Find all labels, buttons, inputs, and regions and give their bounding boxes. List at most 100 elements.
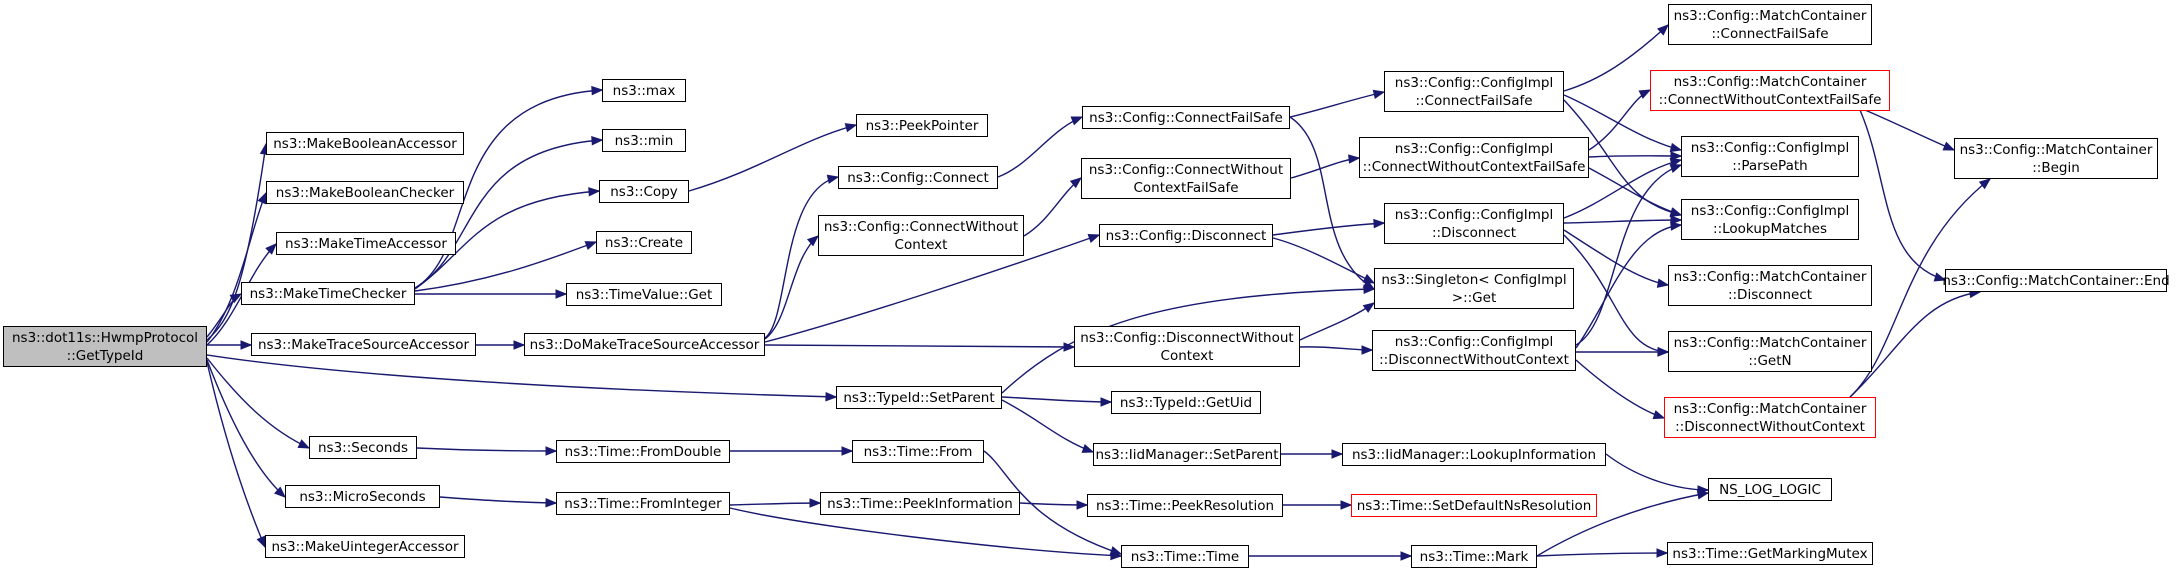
node-impl-connect-fail-safe[interactable]: ns3::Config::ConfigImpl ::ConnectFailSaf…: [1384, 71, 1564, 112]
call-edge-arrowhead: [584, 241, 598, 251]
node-time-set-default-ns-resolution[interactable]: ns3::Time::SetDefaultNsResolution: [1351, 494, 1597, 517]
node-time-value-get[interactable]: ns3::TimeValue::Get: [566, 283, 722, 306]
call-edge: [206, 357, 310, 449]
call-edge-arrowhead: [1670, 215, 1683, 225]
call-edge: [206, 354, 837, 398]
node-label-line-1: ns3::Config::ConfigImpl: [1690, 202, 1850, 219]
node-make-boolean-checker[interactable]: ns3::MakeBooleanChecker: [266, 181, 464, 204]
call-edge-arrowhead: [1657, 24, 1669, 36]
node-time-get-marking-mutex[interactable]: ns3::Time::GetMarkingMutex: [1667, 542, 1873, 565]
node-config-connect-without-context[interactable]: ns3::Config::ConnectWithout Context: [818, 215, 1024, 256]
call-edge: [1563, 94, 1682, 151]
node-ns-log-logic[interactable]: NS_LOG_LOGIC: [1708, 478, 1832, 501]
node-min[interactable]: ns3::min: [602, 129, 686, 152]
node-label: ns3::MakeBooleanChecker: [275, 184, 455, 201]
call-edge: [1575, 224, 1682, 349]
call-edge-arrowhead: [809, 498, 822, 508]
call-edge-arrowhead: [1978, 178, 1992, 190]
call-edge: [414, 241, 597, 292]
node-peek-pointer[interactable]: ns3::PeekPointer: [856, 114, 988, 137]
node-time-mark[interactable]: ns3::Time::Mark: [1411, 545, 1537, 568]
call-edge: [1289, 91, 1385, 118]
node-time-from-integer[interactable]: ns3::Time::FromInteger: [556, 492, 730, 515]
call-edge-arrowhead: [1331, 449, 1344, 459]
node-impl-lookup-matches[interactable]: ns3::Config::ConfigImpl ::LookupMatches: [1681, 199, 1859, 240]
node-label-line-1: ns3::Config::ConfigImpl: [1394, 74, 1554, 91]
node-label: ns3::Time::PeekInformation: [827, 495, 1013, 512]
call-edge-arrowhead: [545, 446, 558, 456]
call-edge: [764, 344, 1075, 348]
call-edge: [1588, 155, 1682, 158]
call-edge-arrowhead: [555, 289, 568, 299]
node-label: ns3::MakeTimeChecker: [249, 285, 407, 302]
call-edge: [729, 502, 821, 506]
node-config-disconnect[interactable]: ns3::Config::Disconnect: [1099, 224, 1273, 247]
call-edge: [1588, 89, 1651, 151]
node-typeid-get-uid[interactable]: ns3::TypeId::GetUid: [1111, 391, 1261, 414]
node-seconds[interactable]: ns3::Seconds: [309, 436, 417, 459]
node-make-uinteger-accessor[interactable]: ns3::MakeUintegerAccessor: [265, 535, 465, 558]
call-edge: [1605, 453, 1709, 491]
call-edge: [1001, 399, 1094, 453]
node-mc-connect-fail-safe[interactable]: ns3::Config::MatchContainer ::ConnectFai…: [1668, 4, 1872, 45]
call-edge-arrowhead: [1656, 278, 1670, 288]
node-label-line-2: ::ParsePath: [1732, 157, 1808, 174]
call-edge-arrowhead: [1942, 141, 1956, 151]
node-label-line-1: ns3::Config::ConfigImpl: [1394, 206, 1554, 223]
call-edge: [1563, 219, 1682, 224]
node-make-time-checker[interactable]: ns3::MakeTimeChecker: [241, 282, 415, 305]
node-iid-manager-lookup-information[interactable]: ns3::IidManager::LookupInformation: [1342, 443, 1606, 466]
node-config-connect-fail-safe[interactable]: ns3::Config::ConnectFailSafe: [1082, 106, 1290, 129]
node-label: ns3::Copy: [610, 183, 678, 200]
call-edge: [1859, 109, 1946, 281]
node-mc-disconnect-without-context[interactable]: ns3::Config::MatchContainer ::Disconnect…: [1664, 397, 1876, 438]
node-impl-disconnect[interactable]: ns3::Config::ConfigImpl ::Disconnect: [1384, 203, 1564, 244]
call-edge: [1563, 159, 1682, 219]
node-copy[interactable]: ns3::Copy: [599, 180, 689, 203]
node-mc-begin[interactable]: ns3::Config::MatchContainer ::Begin: [1954, 138, 2158, 179]
node-impl-parse-path[interactable]: ns3::Config::ConfigImpl ::ParsePath: [1681, 136, 1859, 177]
node-label-line-2: ::GetTypeId: [66, 347, 144, 364]
node-label: ns3::Time::GetMarkingMutex: [1672, 545, 1868, 562]
node-label-line-1: ns3::dot11s::HwmpProtocol: [11, 329, 199, 346]
call-edge: [1272, 222, 1385, 236]
node-time-peek-information[interactable]: ns3::Time::PeekInformation: [820, 492, 1020, 515]
node-config-connect[interactable]: ns3::Config::Connect: [838, 166, 998, 189]
node-max[interactable]: ns3::max: [602, 79, 686, 102]
node-iid-manager-set-parent[interactable]: ns3::IidManager::SetParent: [1093, 443, 1281, 466]
node-label: ns3::PeekPointer: [865, 117, 979, 134]
node-config-disconnect-without-context[interactable]: ns3::Config::DisconnectWithout Context: [1074, 326, 1300, 367]
node-mc-get-n[interactable]: ns3::Config::MatchContainer ::GetN: [1668, 331, 1872, 372]
node-impl-disconnect-without-context[interactable]: ns3::Config::ConfigImpl ::DisconnectWith…: [1372, 330, 1576, 371]
call-edge-arrowhead: [1087, 234, 1101, 243]
node-time-peek-resolution[interactable]: ns3::Time::PeekResolution: [1087, 494, 1283, 517]
node-micro-seconds[interactable]: ns3::MicroSeconds: [285, 485, 440, 508]
call-edge-arrowhead: [240, 340, 253, 350]
node-make-boolean-accessor[interactable]: ns3::MakeBooleanAccessor: [266, 132, 464, 155]
node-typeid-set-parent[interactable]: ns3::TypeId::SetParent: [836, 386, 1002, 409]
node-do-make-trace-source-accessor[interactable]: ns3::DoMakeTraceSourceAccessor: [524, 333, 765, 356]
node-label-line-1: ns3::Config::ConfigImpl: [1690, 139, 1850, 156]
node-time-from[interactable]: ns3::Time::From: [852, 440, 984, 463]
call-edge-arrowhead: [1363, 284, 1376, 295]
node-mc-end[interactable]: ns3::Config::MatchContainer::End: [1942, 269, 2170, 292]
call-edge-arrowhead: [1361, 345, 1374, 355]
node-label: ns3::MicroSeconds: [299, 488, 426, 505]
node-label-line-1: ns3::Singleton< ConfigImpl: [1381, 271, 1567, 288]
node-mc-disconnect[interactable]: ns3::Config::MatchContainer ::Disconnect: [1668, 265, 1872, 306]
node-label-line-2: >::Get: [1451, 289, 1497, 306]
node-time-time[interactable]: ns3::Time::Time: [1121, 545, 1249, 568]
node-label: ns3::Config::MatchContainer::End: [1942, 272, 2170, 289]
node-time-from-double[interactable]: ns3::Time::FromDouble: [556, 440, 730, 463]
node-impl-connect-without-context-fail-safe[interactable]: ns3::Config::ConfigImpl ::ConnectWithout…: [1359, 137, 1589, 178]
node-make-trace-source-accessor[interactable]: ns3::MakeTraceSourceAccessor: [251, 333, 476, 356]
node-singleton-configimpl-get[interactable]: ns3::Singleton< ConfigImpl >::Get: [1374, 268, 1574, 309]
node-make-time-accessor[interactable]: ns3::MakeTimeAccessor: [276, 232, 456, 255]
node-create[interactable]: ns3::Create: [596, 231, 692, 254]
call-edge-arrowhead: [1372, 89, 1386, 100]
call-edge-arrowhead: [229, 293, 243, 304]
call-edge-arrowhead: [1100, 397, 1113, 407]
node-mc-connect-without-context-fail-safe[interactable]: ns3::Config::MatchContainer ::ConnectWit…: [1650, 70, 1890, 111]
node-config-connect-without-context-fail-safe[interactable]: ns3::Config::ConnectWithout ContextFailS…: [1081, 158, 1291, 199]
call-edge-arrowhead: [844, 123, 858, 133]
